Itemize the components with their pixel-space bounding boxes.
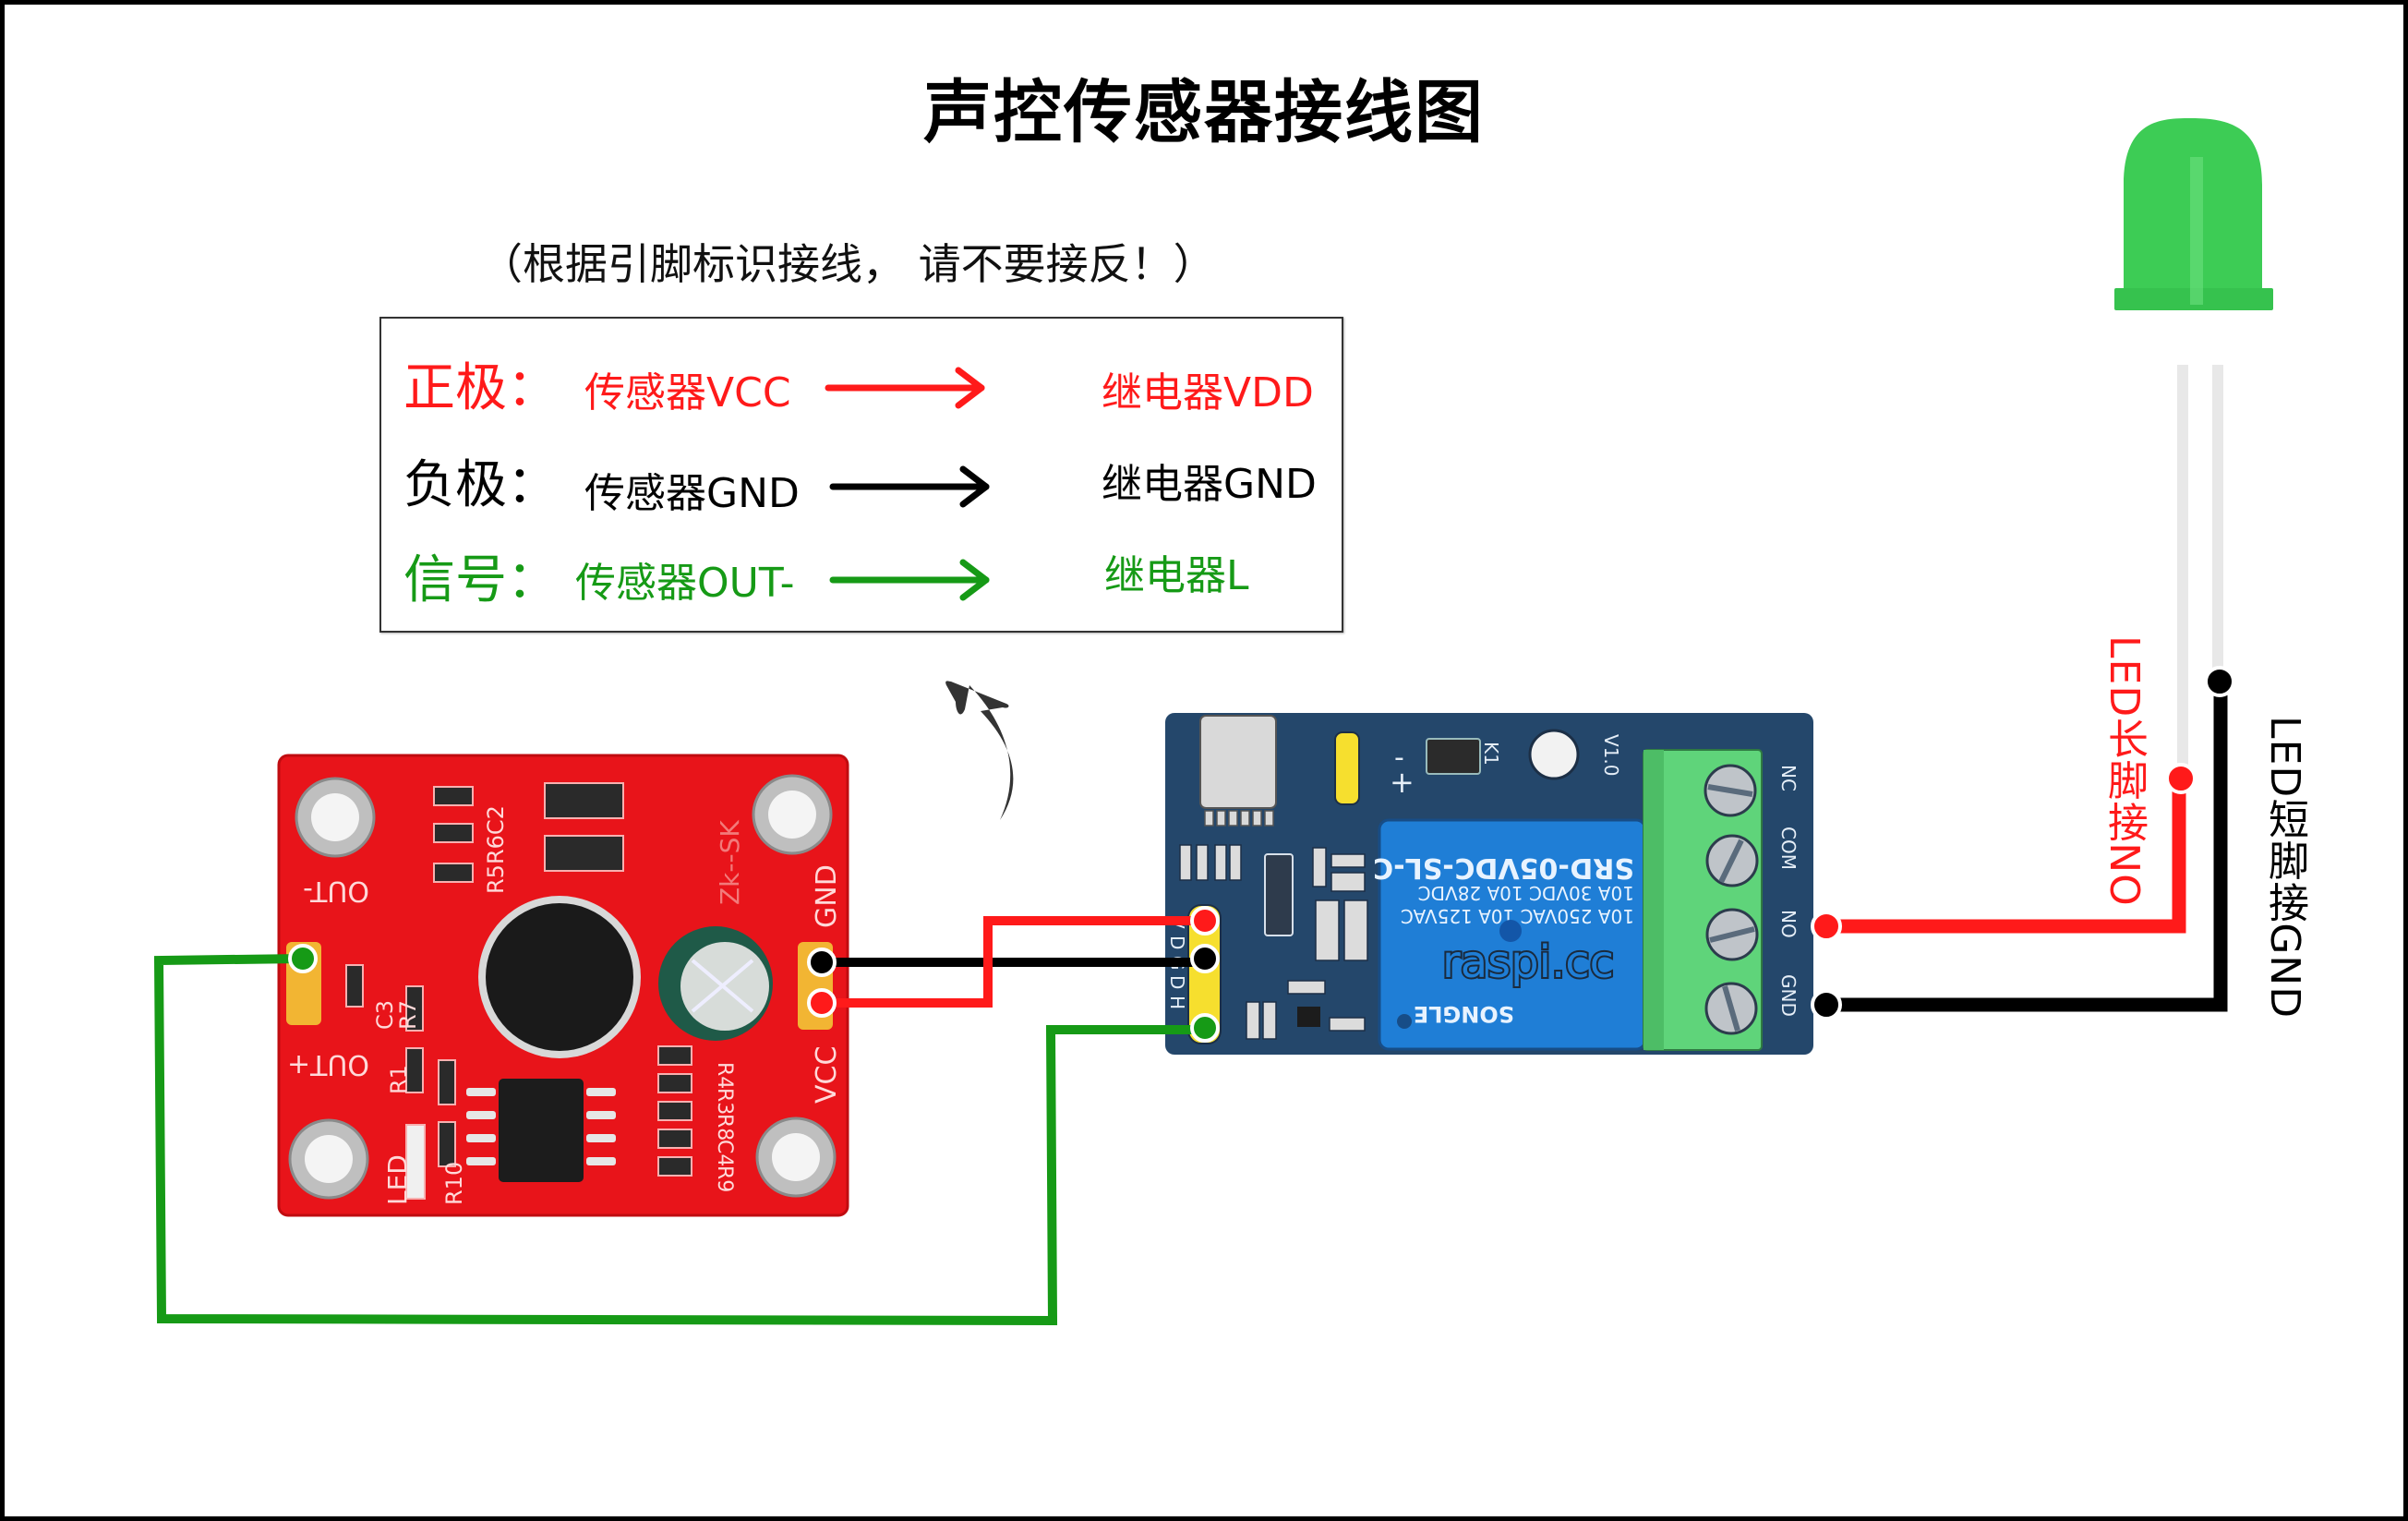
silk-version: V1.0 — [1600, 734, 1622, 777]
legend-row-signal: 信号： 传感器OUT- 继电器L — [381, 538, 1342, 612]
led-short-leg-label: LED短脚接GND — [2261, 716, 2308, 1020]
relay-l-pin — [1190, 1013, 1220, 1043]
legend-target: 继电器GND — [1102, 461, 1317, 508]
silk-c4: C4 — [713, 1140, 736, 1166]
sensor-vcc-pin — [807, 988, 837, 1018]
sensor-gnd-pin — [807, 948, 837, 977]
relay-brand: SONGLE — [1414, 1001, 1514, 1027]
legend-source: 传感器GND — [584, 470, 800, 517]
arrow-right-icon — [829, 465, 990, 508]
relay-module: - + K1 V1.0 V D G D H L — [1165, 713, 1813, 1055]
led-short-leg — [2212, 365, 2223, 683]
led-long-wire — [1826, 779, 2186, 934]
relay-gnd-pin — [1190, 944, 1220, 973]
screw-terminal-block — [1643, 749, 1763, 1051]
legend-kind: 信号： — [403, 550, 559, 610]
signal-wire — [153, 954, 1205, 1326]
mounting-hole — [288, 1118, 369, 1200]
legend-target: 继电器L — [1104, 552, 1249, 599]
silk-r4: R4 — [713, 1062, 736, 1089]
legend-source: 传感器OUT- — [575, 560, 795, 607]
legend-row-positive: 正极： 传感器VCC 继电器VDD — [381, 346, 1342, 420]
terminal-no-label: NO — [1777, 910, 1800, 938]
silk-r1: R1 — [386, 1065, 412, 1094]
led-short-wire — [1826, 682, 2228, 1012]
wiring-warning: （根据引脚标识接线， 请不要接反！） — [480, 239, 1216, 289]
relay-rating-dc: 10A 30VDC 10A 28VDC — [1418, 882, 1634, 904]
power-jumper — [1334, 731, 1360, 805]
vcc-wire — [822, 916, 1205, 1008]
relay-model-text: SRD-05VDC-SL-C — [1373, 851, 1634, 884]
silk-vcc: VCC — [811, 1046, 843, 1104]
indicator-led — [405, 1124, 426, 1200]
sound-sensor-module: OUT- OUT+ GND VCC R5R6C2 Zk--SK C3 R7 R1… — [277, 754, 849, 1217]
green-led — [2114, 118, 2273, 780]
diagram-title: 声控传感器接线图 — [923, 73, 1485, 152]
silk-r8: R8 — [713, 1114, 736, 1141]
silk-out-plus: OUT+ — [287, 1048, 369, 1080]
legend-target: 继电器VDD — [1102, 369, 1314, 416]
silk-pin-h: H — [1166, 996, 1188, 1009]
led-short-leg-joint — [2204, 666, 2235, 697]
led-long-leg-label: LED长脚接NO — [2101, 635, 2148, 907]
silk-r7: R7 — [395, 1000, 421, 1030]
wiring-legend: 正极： 传感器VCC 继电器VDD 负极： 传感器GND 继电器GND 信号： … — [379, 317, 1343, 633]
legend-row-negative: 负极： 传感器GND 继电器GND — [381, 443, 1342, 517]
terminal-nc-label: NC — [1777, 765, 1800, 791]
silk-r10: R10 — [441, 1162, 467, 1205]
sensor-out-minus-pin — [288, 944, 318, 973]
diode-k1 — [1426, 738, 1481, 775]
silk-led: LED — [382, 1154, 413, 1205]
arrow-right-icon — [825, 367, 985, 409]
led-long-leg — [2177, 365, 2188, 780]
silk-k1: K1 — [1480, 742, 1502, 766]
relay-block: SRD-05VDC-SL-C 10A 250VAC 10A 125VAC 10A… — [1373, 818, 1647, 1051]
silk-pin-d2: D — [1166, 975, 1188, 989]
silk-c3: C3 — [372, 1000, 398, 1030]
watermark: raspi.cc — [1442, 936, 1614, 988]
terminal-gnd-label: GND — [1777, 974, 1800, 1017]
legend-source: 传感器VCC — [584, 369, 791, 416]
mounting-hole — [295, 777, 376, 858]
electrolytic-capacitor — [658, 926, 773, 1041]
silk-out-minus: OUT- — [303, 875, 369, 907]
terminal-com-label: COM — [1777, 827, 1800, 870]
arrow-right-icon — [829, 559, 990, 601]
curved-arrow-icon — [945, 681, 1014, 820]
silk-minus: - — [1394, 742, 1404, 774]
relay-input-header — [1187, 904, 1222, 1044]
usb-c-port — [1199, 715, 1277, 827]
silk-pin-d: D — [1166, 936, 1188, 949]
silk-brand: Zk--SK — [715, 820, 745, 905]
relay-vdd-pin — [1190, 906, 1220, 936]
amplifier-ic — [466, 1079, 616, 1182]
mounting-hole — [752, 774, 833, 855]
mounting-hole — [755, 1117, 837, 1198]
relay-gnd-terminal — [1811, 989, 1842, 1020]
silk-r5r6c2: R5R6C2 — [483, 805, 509, 894]
silk-r9: R9 — [713, 1165, 736, 1192]
legend-kind: 负极： — [403, 455, 559, 515]
transistor-q1 — [1297, 1007, 1320, 1027]
silk-plus: + — [1390, 765, 1415, 800]
silk-r3: R3 — [713, 1088, 736, 1115]
led-long-leg-joint — [2165, 763, 2197, 794]
microphone-capsule — [478, 896, 641, 1058]
legend-kind: 正极： — [403, 358, 559, 418]
relay-no-terminal — [1811, 911, 1842, 942]
diode-d1 — [1264, 853, 1294, 936]
silk-gnd: GND — [811, 864, 843, 928]
indicator-led-hole — [1528, 729, 1580, 780]
